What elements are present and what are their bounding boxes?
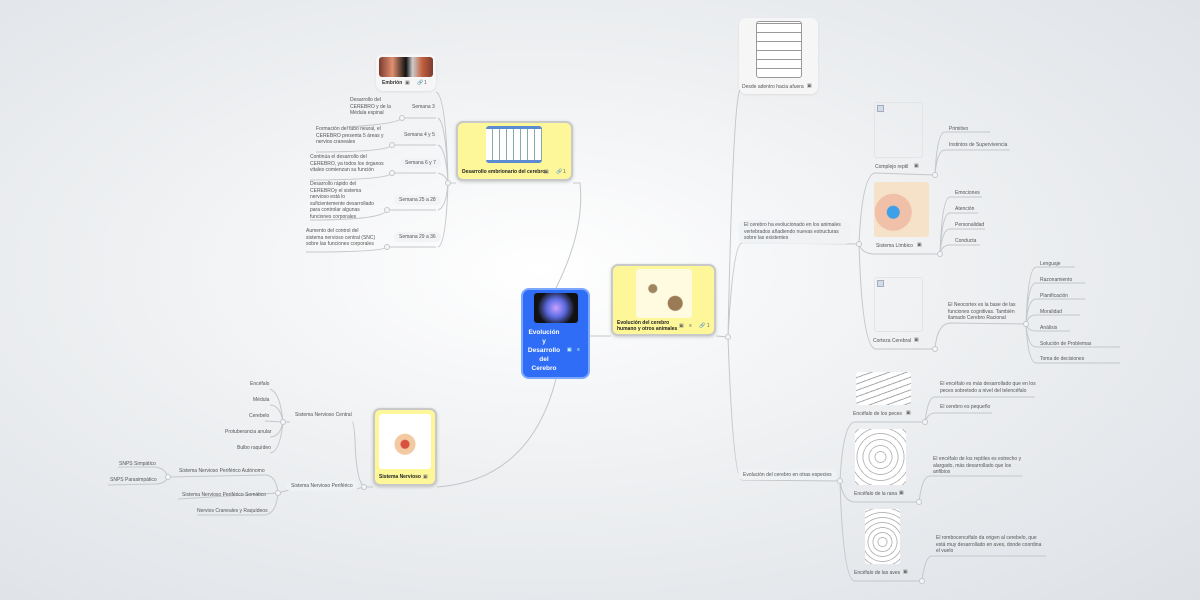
node-label: Embrión (382, 80, 403, 86)
reptil-item[interactable]: Primitivo (949, 126, 969, 132)
node-desde-adentro[interactable]: Desde adentro hacia afuera ▣ (739, 18, 818, 94)
image-icon[interactable]: ▣ (903, 569, 908, 575)
week-label[interactable]: Semana 25 a 28 (394, 195, 441, 205)
node-label[interactable]: Encéfalo de los peces (853, 411, 902, 417)
week-label[interactable]: Semana 4 y 5 (399, 130, 440, 140)
node-label[interactable]: Encéfalo de la rana (854, 491, 898, 497)
central-title-line: Cerebro (531, 365, 557, 372)
node-label: Desde adentro hacia afuera (742, 84, 804, 90)
link-icon[interactable]: 🔗 (699, 323, 706, 329)
snps-item[interactable]: SNPS Simpático (119, 461, 156, 467)
central-title-line: y (542, 338, 546, 345)
bird-brain-image (865, 509, 900, 564)
snc-item[interactable]: Cerebelo (249, 413, 270, 419)
fish-brain-image (856, 372, 911, 405)
snps-item[interactable]: SNPS Parasimpático (110, 477, 157, 483)
nervios-craneales[interactable]: Nervios Craneales y Raquídeos (197, 508, 268, 514)
snc-item[interactable]: Encéfalo (250, 381, 270, 387)
snp-autonomo[interactable]: Sistema Nervioso Periférico Autónomo (179, 468, 265, 474)
note-icon[interactable]: ≡ (689, 323, 692, 329)
snc-item[interactable]: Médula (253, 397, 270, 403)
corteza-item[interactable]: Planificación (1040, 293, 1069, 299)
week-desc[interactable]: Continúa el desarrollo del CEREBRO, ya t… (310, 154, 384, 173)
note-icon[interactable]: ≡ (577, 347, 580, 353)
nervous-system-image (379, 414, 431, 469)
snp-label[interactable]: Sistema Nervioso Periférico (286, 481, 358, 491)
neocortex-desc[interactable]: El Neocortex es la base de las funciones… (948, 302, 1016, 321)
corteza-item[interactable]: Moralidad (1040, 309, 1062, 315)
corteza-item[interactable]: Lenguaje (1040, 261, 1061, 267)
week-desc[interactable]: Formación del tubo neural, el CEREBRO pr… (316, 126, 384, 145)
corteza-item[interactable]: Razonamiento (1040, 277, 1073, 283)
snc-item[interactable]: Bulbo raquídeo (237, 445, 271, 451)
week-label[interactable]: Semana 6 y 7 (400, 158, 441, 168)
species-text[interactable]: Evolución del cerebro en otras especies (738, 470, 837, 480)
image-icon[interactable]: ▣ (807, 83, 812, 89)
link-count: 1 (424, 80, 427, 86)
embryo-image (379, 57, 433, 77)
aves-desc[interactable]: El rombocencéfalo da origen al cerebelo,… (936, 535, 1042, 554)
brain-image (534, 293, 578, 323)
topic-title: Evolución del cerebro humano y otros ani… (617, 320, 678, 332)
corteza-item[interactable]: Análisis (1040, 325, 1058, 331)
central-topic[interactable]: Evolución y Desarrollo del Cerebro ▣ ≡ (521, 288, 590, 379)
node-label[interactable]: Corteza Cerebral (873, 338, 912, 344)
week-desc[interactable]: Aumento del control del sistema nervioso… (306, 228, 376, 247)
central-title-line: del (539, 356, 549, 363)
reptil-item[interactable]: Instintos de Supervivencia (949, 142, 1008, 148)
corteza-item[interactable]: Toma de decisiones (1040, 356, 1085, 362)
image-icon[interactable]: ▣ (544, 169, 549, 175)
limbic-image (874, 182, 929, 237)
image-icon[interactable]: ▣ (679, 323, 684, 329)
week-label[interactable]: Semana 3 (407, 102, 440, 112)
week-desc[interactable]: Desarrollo rápido del CEREBROy el sistem… (310, 181, 374, 220)
image-icon[interactable]: ▣ (423, 474, 428, 480)
image-icon[interactable]: ▣ (914, 163, 919, 169)
topic-title: Sistema Nervioso (379, 474, 421, 480)
image-icon[interactable]: ▣ (906, 410, 911, 416)
brains-image (636, 269, 692, 318)
corteza-item[interactable]: Solución de Problemas (1040, 341, 1092, 347)
snc-item[interactable]: Protuberancia anular (225, 429, 272, 435)
node-label[interactable]: Complejo reptil (875, 164, 909, 170)
chart-image (486, 126, 542, 163)
week-desc[interactable]: Desarrollo del CEREBRO y de la Médula es… (350, 97, 391, 116)
node-embrion[interactable]: Embrión ▣ 🔗 1 (376, 54, 436, 91)
added-structures-text[interactable]: El cerebro ha evolucionado en los animal… (739, 220, 851, 244)
link-count: 1 (563, 169, 566, 175)
topic-evolucion-cerebro[interactable]: Evolución del cerebro humano y otros ani… (611, 264, 716, 336)
snp-somatico[interactable]: Sistema Nervioso Periférico Somático (182, 492, 266, 498)
link-icon[interactable]: 🔗 (556, 169, 563, 175)
image-icon[interactable]: ▣ (914, 337, 919, 343)
peces-item[interactable]: El cerebro es pequeño (940, 404, 991, 410)
image-icon[interactable]: ▣ (405, 80, 410, 86)
limbico-item[interactable]: Emociones (955, 190, 980, 196)
topic-sistema-nervioso[interactable]: Sistema Nervioso ▣ (373, 408, 437, 486)
broken-image-corteza (874, 277, 923, 332)
topic-desarrollo-embrionario[interactable]: Desarrollo embrionario del cerebro ▣ 🔗 1 (456, 121, 573, 181)
week-label[interactable]: Semana 29 a 36 (394, 232, 441, 242)
image-icon[interactable]: ▣ (917, 242, 922, 248)
link-icon[interactable]: 🔗 (417, 80, 424, 86)
snc-label[interactable]: Sistema Nervioso Central (290, 410, 357, 420)
limbico-item[interactable]: Conducta (955, 238, 977, 244)
node-label[interactable]: Encéfalo de las aves (854, 570, 901, 576)
rana-desc[interactable]: El encéfalo de los reptiles es estrecho … (933, 456, 1022, 475)
image-icon[interactable]: ▣ (899, 490, 904, 496)
node-label[interactable]: Sistema Límbico (876, 243, 913, 249)
frog-brain-image (855, 429, 906, 485)
limbico-item[interactable]: Personalidad (955, 222, 985, 228)
topic-title: Desarrollo embrionario del cerebro (462, 169, 546, 175)
central-title-line: Desarrollo (527, 347, 561, 354)
broken-image-reptil (874, 102, 923, 158)
limbico-item[interactable]: Atención (955, 206, 975, 212)
peces-item[interactable]: El encéfalo es más desarrollado que en l… (940, 381, 1036, 394)
diagram-image (756, 21, 802, 78)
link-count: 1 (707, 323, 710, 329)
central-title-line: Evolución (528, 329, 560, 336)
image-icon[interactable]: ▣ (567, 347, 572, 353)
